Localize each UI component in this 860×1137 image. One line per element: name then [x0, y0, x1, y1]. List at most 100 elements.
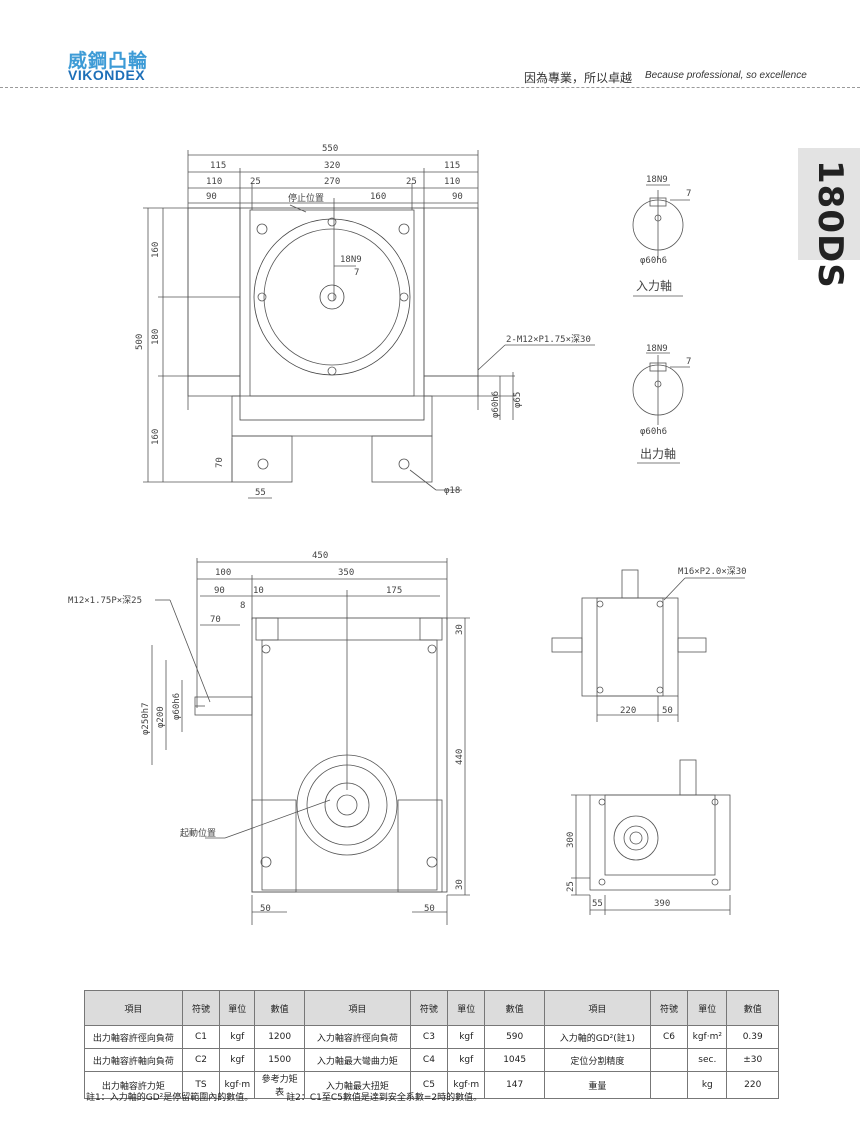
table-cell: kgf·m²	[687, 1025, 728, 1049]
table-cell: 1200	[254, 1025, 305, 1049]
dim-115-right: 115	[444, 161, 460, 171]
top-shaft-dia2: φ65	[513, 392, 523, 408]
dim-90-left: 90	[206, 192, 217, 202]
footnote-2: 註2：C1至C5數值是達到安全系數=2時的數值。	[286, 1093, 483, 1103]
dim-440: 440	[455, 749, 465, 765]
table-cell	[649, 1048, 689, 1072]
dim-55: 55	[255, 488, 266, 498]
output-shaft-label: 出力軸	[640, 447, 676, 461]
side1-thread-label: M16×P2.0×深30	[678, 566, 747, 577]
table-cell: kg	[687, 1071, 728, 1099]
table-cell: 重量	[543, 1071, 651, 1099]
dim-70-front: 70	[210, 615, 221, 625]
front-view	[151, 558, 470, 925]
table-cell: C2	[181, 1048, 221, 1072]
table-cell: 220	[726, 1071, 779, 1099]
dim-50-side1: 50	[662, 706, 673, 716]
stop-position-label: 停止位置	[288, 192, 324, 204]
table-cell: 參考力矩表	[254, 1071, 305, 1099]
table-cell: C1	[181, 1025, 221, 1049]
col-header-unit-3: 單位	[687, 990, 728, 1026]
table-cell: kgf	[219, 1048, 256, 1072]
dim-25-right: 25	[406, 177, 417, 187]
dim-160-lower: 160	[151, 429, 161, 445]
output-shaft-detail	[632, 352, 690, 464]
col-header-item-2: 項目	[303, 990, 411, 1026]
dim-300: 300	[566, 832, 576, 848]
table-cell: 1045	[484, 1048, 545, 1072]
table-cell: C6	[649, 1025, 689, 1049]
dim-10: 10	[253, 586, 264, 596]
dim-320: 320	[324, 161, 340, 171]
page-header: 威鋼凸輪 VIKONDEX 因為專業，所以卓越 Because professi…	[0, 0, 860, 92]
col-header-item-3: 項目	[543, 990, 651, 1026]
hole-dia-18: φ18	[444, 486, 460, 496]
table-cell: sec.	[687, 1048, 728, 1072]
front-thread-label: M12×1.75P×深25	[68, 595, 142, 606]
dim-50-right: 50	[424, 904, 435, 914]
dim-175: 175	[386, 586, 402, 596]
dim-30-bottom: 30	[455, 879, 465, 890]
input-shaft-dia: φ60h6	[640, 256, 667, 266]
dim-160-upper: 160	[151, 242, 161, 258]
dim-30-top: 30	[455, 624, 465, 635]
col-header-value-2: 數值	[484, 990, 545, 1026]
input-key-depth: 7	[686, 189, 691, 199]
col-header-value-3: 數值	[726, 990, 779, 1026]
dim-180: 180	[151, 329, 161, 345]
table-cell: 入力軸最大扭矩	[303, 1071, 411, 1099]
dim-350: 350	[338, 568, 354, 578]
dim-90: 90	[214, 586, 225, 596]
output-key-depth: 7	[686, 357, 691, 367]
dim-110-right: 110	[444, 177, 460, 187]
table-cell: C3	[409, 1025, 449, 1049]
table-cell	[649, 1071, 689, 1099]
footnotes: 註1：入力軸的GD²是停留範圍內的數值。 註2：C1至C5數值是達到安全系數=2…	[86, 1090, 512, 1103]
dim-500: 500	[135, 334, 145, 350]
footnote-1: 註1：入力軸的GD²是停留範圍內的數值。	[86, 1093, 254, 1103]
dim-450: 450	[312, 551, 328, 561]
top-view	[143, 150, 595, 499]
input-shaft-label: 入力軸	[636, 279, 672, 293]
table-cell: 入力軸最大彎曲力矩	[303, 1048, 411, 1072]
table-cell: 590	[484, 1025, 545, 1049]
top-shaft-dia: φ60h6	[491, 391, 501, 418]
table-row: 出力軸容許力矩 TS kgf·m 參考力矩表 入力軸最大扭矩 C5 kgf·m …	[84, 1071, 779, 1099]
table-cell: C4	[409, 1048, 449, 1072]
table-cell: 出力軸容許軸向負荷	[84, 1048, 183, 1072]
start-position-label: 起動位置	[180, 827, 216, 839]
dim-55-side2: 55	[592, 899, 603, 909]
front-dia-200: φ200	[156, 706, 166, 728]
col-header-value-1: 數值	[254, 990, 305, 1026]
dim-25-side2: 25	[566, 881, 576, 892]
col-header-item-1: 項目	[84, 990, 183, 1026]
spec-table: 項目 符號 單位 數值 項目 符號 單位 數值 項目 符號 單位 數值 出力軸容…	[84, 990, 779, 1099]
dim-25-left: 25	[250, 177, 261, 187]
dim-115-left: 115	[210, 161, 226, 171]
col-header-symbol-1: 符號	[181, 990, 221, 1026]
table-cell: 0.39	[726, 1025, 779, 1049]
table-cell: kgf	[447, 1048, 486, 1072]
slogan-english: Because professional, so excellence	[645, 70, 807, 81]
dim-220: 220	[620, 706, 636, 716]
side-view-1	[551, 569, 745, 722]
dim-110-left: 110	[206, 177, 222, 187]
input-key-label: 18N9	[646, 175, 668, 185]
col-header-symbol-2: 符號	[409, 990, 449, 1026]
output-key-label: 18N9	[646, 344, 668, 354]
table-cell: kgf	[219, 1025, 256, 1049]
table-cell: 1500	[254, 1048, 305, 1072]
logo-english: VIKONDEX	[68, 67, 146, 83]
table-row: 出力軸容許軸向負荷 C2 kgf 1500 入力軸最大彎曲力矩 C4 kgf 1…	[84, 1048, 779, 1072]
table-cell: 定位分割精度	[543, 1048, 651, 1072]
col-header-unit-1: 單位	[219, 990, 256, 1026]
top-thread-label: 2-M12×P1.75×深30	[506, 334, 591, 345]
dim-270: 270	[324, 177, 340, 187]
dim-160: 160	[370, 192, 386, 202]
input-shaft-detail	[632, 184, 690, 297]
front-dia-60: φ60h6	[172, 693, 182, 720]
table-cell: ±30	[726, 1048, 779, 1072]
dim-390: 390	[654, 899, 670, 909]
dim-70: 70	[215, 457, 225, 468]
top-key-label: 18N9	[340, 255, 362, 265]
